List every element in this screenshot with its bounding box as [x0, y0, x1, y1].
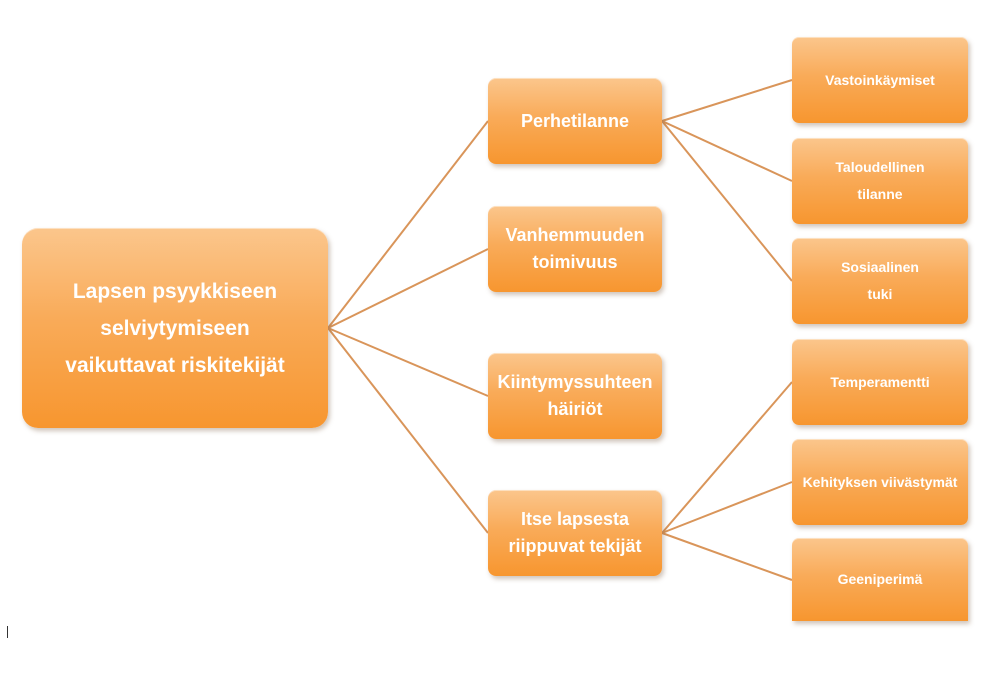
connector-perhetilanne-sosiaalinen: [661, 120, 793, 282]
category-node-perhetilanne: Perhetilanne: [488, 78, 662, 164]
leaf-node-vastoinkaymiset: Vastoinkäymiset: [792, 37, 968, 123]
connector-root-itse-lapsesta: [327, 327, 489, 534]
text-cursor-mark: [7, 626, 8, 638]
connector-perhetilanne-vastoinkaymiset: [661, 79, 793, 122]
connector-perhetilanne-taloudellinen: [661, 120, 793, 182]
category-node-itse-lapsesta: Itse lapsesta riippuvat tekijät: [488, 490, 662, 576]
root-node-riskitekijat: Lapsen psyykkiseen selviytymiseen vaikut…: [22, 228, 328, 428]
leaf-node-kehityksen-viivastymat: Kehityksen viivästymät: [792, 439, 968, 525]
leaf-node-geeniperima: Geeniperimä: [792, 538, 968, 621]
connector-root-kiintymyssuhteen: [327, 327, 489, 397]
connector-itse-temperamentti: [661, 381, 793, 534]
category-node-kiintymyssuhteen-hairiot: Kiintymyssuhteen häiriöt: [488, 353, 662, 439]
connector-itse-kehityksen: [661, 481, 793, 534]
leaf-node-temperamentti: Temperamentti: [792, 339, 968, 425]
leaf-node-taloudellinen-tilanne: Taloudellinen tilanne: [792, 138, 968, 224]
category-node-vanhemmuuden-toimivuus: Vanhemmuuden toimivuus: [488, 206, 662, 292]
connector-itse-geeniperima: [661, 532, 793, 581]
connector-root-perhetilanne: [327, 120, 489, 329]
connector-root-vanhemmuuden: [327, 248, 489, 329]
leaf-node-sosiaalinen-tuki: Sosiaalinen tuki: [792, 238, 968, 324]
